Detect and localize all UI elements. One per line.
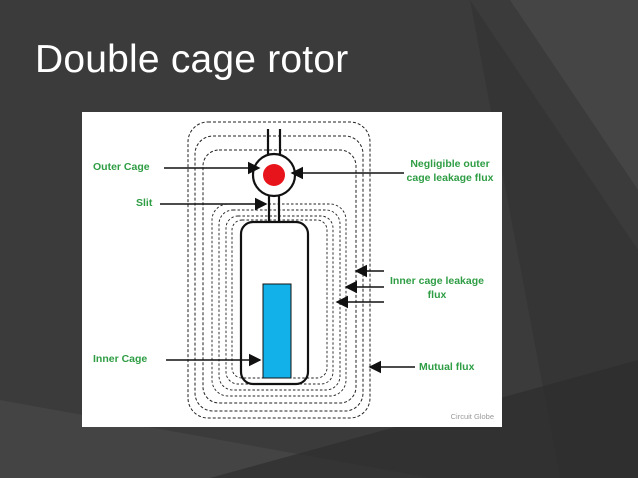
label-inner-cage: Inner Cage	[93, 353, 148, 365]
label-outer-cage: Outer Cage	[93, 161, 150, 173]
inner-cage-bar	[262, 283, 292, 379]
label-inner-leakage-line2: flux	[427, 289, 447, 301]
credit-text: Circuit Globe	[450, 412, 494, 421]
outer-cage-bar	[263, 164, 285, 186]
label-negligible-outer-leakage: Negligible outer cage leakage flux	[400, 157, 500, 185]
label-slit: Slit	[136, 197, 153, 209]
label-negligible-line2: cage leakage flux	[406, 172, 494, 184]
label-negligible-line1: Negligible outer	[410, 158, 490, 170]
label-mutual-flux: Mutual flux	[419, 361, 475, 373]
slide-title: Double cage rotor	[35, 38, 349, 81]
rotor-diagram: Outer Cage Slit Inner Cage Negligible ou…	[82, 112, 502, 427]
label-inner-cage-leakage: Inner cage leakage flux	[385, 274, 489, 302]
rotor-drawing	[160, 121, 415, 419]
label-arrows	[160, 161, 415, 374]
label-inner-leakage-line1: Inner cage leakage	[390, 275, 484, 287]
